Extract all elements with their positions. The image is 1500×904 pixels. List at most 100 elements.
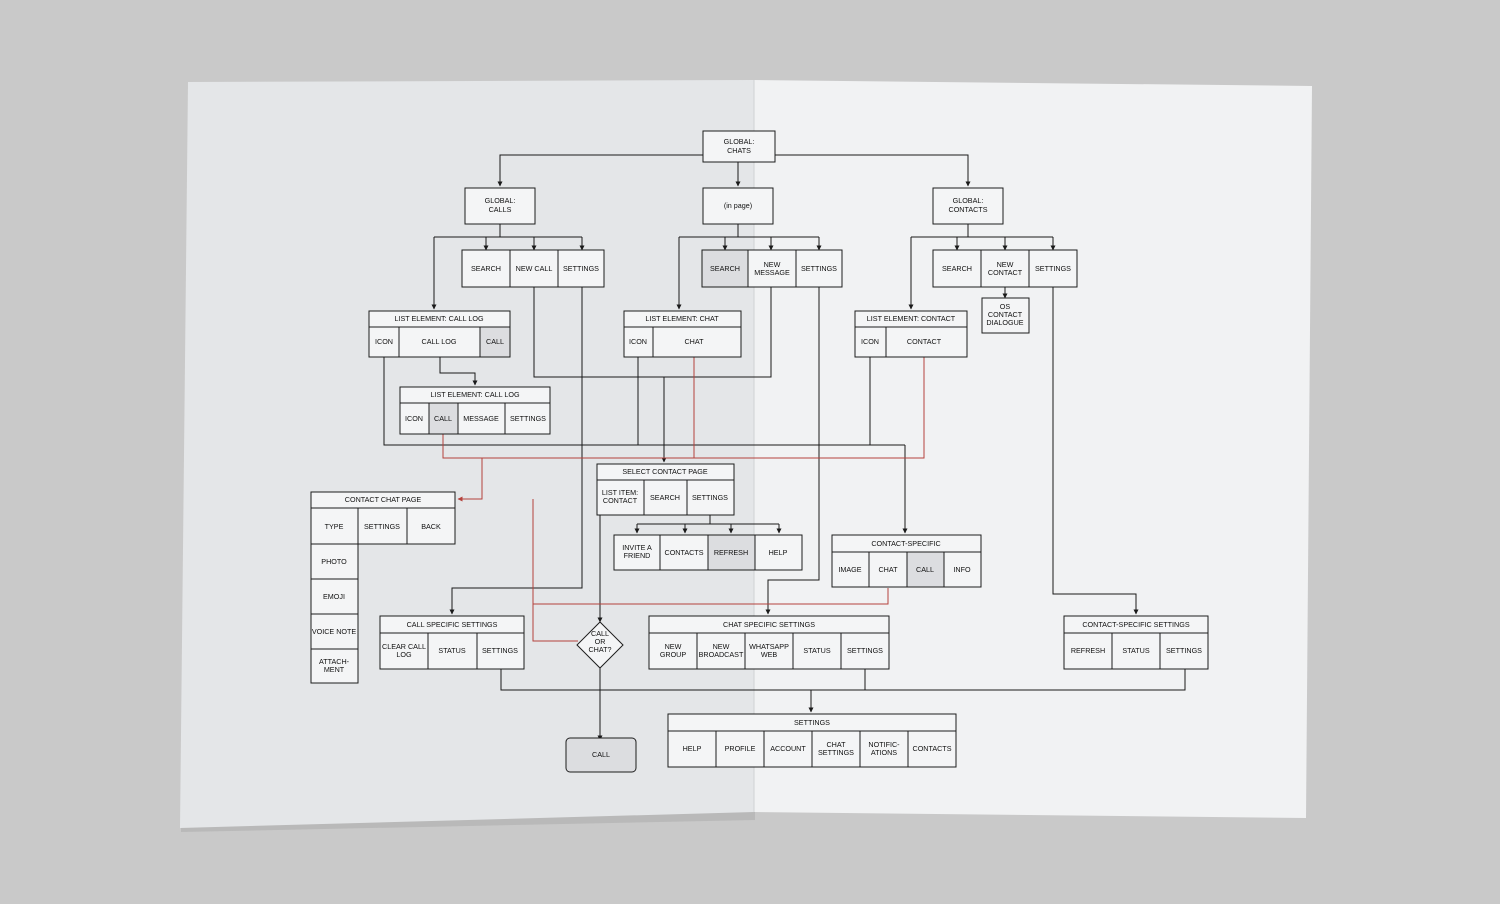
s-chat-settings-cell: [811, 730, 861, 768]
chats-new-message-cell: [747, 249, 797, 288]
ctset-status-label: STATUS: [1122, 646, 1149, 655]
le-chat-icon-cell: [623, 326, 654, 358]
contacts-settings-label: SETTINGS: [1035, 264, 1071, 273]
le-contact-label-cell: [885, 326, 968, 358]
select-list-item-line1: LIST ITEM:: [602, 488, 638, 497]
chset-new-broadcast-line2: BROADCAST: [699, 650, 744, 659]
cset-status-label: STATUS: [438, 646, 465, 655]
chset-settings-cell: [840, 632, 890, 670]
s-notifications-line2: ATIONS: [871, 748, 897, 757]
global-contacts-line2: CONTACTS: [949, 205, 988, 214]
contacts-search-cell: [932, 249, 982, 288]
s-chat-settings-line2: SETTINGS: [818, 748, 854, 757]
cc-back-label: BACK: [421, 522, 441, 531]
os-contact-dialogue-line2: CONTACT: [988, 310, 1023, 319]
s-account-cell: [763, 730, 813, 768]
le-chat-label-cell: [652, 326, 742, 358]
le-call-log-label: CALL LOG: [422, 337, 457, 346]
chset-new-group-cell: [648, 632, 698, 670]
s-contacts-label: CONTACTS: [913, 744, 952, 753]
le-call-log2-icon-label: ICON: [405, 414, 423, 423]
cc-emoji-cell: [310, 578, 359, 615]
s-chat-settings-line1: CHAT: [826, 740, 846, 749]
cc-type-cell: [310, 507, 359, 545]
chset-status-label: STATUS: [803, 646, 830, 655]
select-search-cell: [643, 479, 688, 516]
global-chats-box: [702, 130, 776, 163]
le-contact-label: CONTACT: [907, 337, 942, 346]
select-settings-label: SETTINGS: [692, 493, 728, 502]
ctset-refresh-label: REFRESH: [1071, 646, 1105, 655]
cs-chat-cell: [868, 551, 908, 588]
call-or-chat-decision: [576, 621, 624, 669]
help-label: HELP: [769, 548, 788, 557]
cc-attachment-cell: [310, 648, 359, 684]
select-contact-title: SELECT CONTACT PAGE: [622, 467, 708, 476]
cc-attachment-line1: ATTACH-: [319, 657, 350, 666]
global-contacts-box: [932, 187, 1004, 225]
le-call-log2-message-label: MESSAGE: [463, 414, 499, 423]
contacts-new-contact-cell: [980, 249, 1030, 288]
le-call-log-title: LIST ELEMENT: CALL LOG: [394, 314, 483, 323]
contacts-search-label: SEARCH: [942, 264, 972, 273]
select-settings-cell: [686, 479, 735, 516]
calls-search-label: SEARCH: [471, 264, 501, 273]
ctset-settings-label: SETTINGS: [1166, 646, 1202, 655]
global-chats-line2: CHATS: [727, 146, 751, 155]
contact-specific-title: CONTACT-SPECIFIC: [871, 539, 940, 548]
os-contact-dialogue-line3: DIALOGUE: [986, 318, 1023, 327]
le-call-log2-settings-cell: [504, 402, 551, 435]
cc-type-label: TYPE: [325, 522, 344, 531]
cc-settings-cell: [357, 507, 408, 545]
cset-settings-cell: [476, 632, 525, 670]
cset-clear-log-line2: LOG: [396, 650, 412, 659]
global-calls-line1: GLOBAL:: [485, 196, 516, 205]
chats-search-label: SEARCH: [710, 264, 740, 273]
le-call-log-label-cell: [398, 326, 481, 358]
cs-image-cell: [831, 551, 870, 588]
cs-info-cell: [943, 551, 982, 588]
chset-new-group-line2: GROUP: [660, 650, 687, 659]
contact-settings-title: CONTACT-SPECIFIC SETTINGS: [1082, 620, 1189, 629]
decision-line3: CHAT?: [588, 645, 611, 654]
settings-title: SETTINGS: [794, 718, 830, 727]
contacts-cell: [659, 534, 709, 571]
contacts-settings-cell: [1028, 249, 1078, 288]
select-list-item-line2: CONTACT: [603, 496, 638, 505]
cc-settings-label: SETTINGS: [364, 522, 400, 531]
cc-voice-note-label: VOICE NOTE: [312, 627, 357, 636]
in-page-label: (in page): [724, 201, 752, 210]
cset-clear-log-line1: CLEAR CALL: [382, 642, 426, 651]
ctset-settings-cell: [1159, 632, 1209, 670]
cc-photo-cell: [310, 543, 359, 580]
chat-settings-title: CHAT SPECIFIC SETTINGS: [723, 620, 815, 629]
s-account-label: ACCOUNT: [770, 744, 806, 753]
call-terminal-label: CALL: [592, 750, 610, 759]
chset-new-group-line1: NEW: [665, 642, 682, 651]
s-help-label: HELP: [683, 744, 702, 753]
s-profile-label: PROFILE: [725, 744, 756, 753]
chset-whatsapp-web-line1: WHATSAPP: [749, 642, 789, 651]
invite-friend-line1: INVITE A: [622, 543, 652, 552]
calls-settings-cell: [557, 249, 605, 288]
le-call-log2-icon-cell: [399, 402, 430, 435]
invite-friend-cell: [613, 534, 661, 571]
refresh-label: REFRESH: [714, 548, 748, 557]
cc-emoji-label: EMOJI: [323, 592, 345, 601]
chset-new-broadcast-cell: [696, 632, 746, 670]
cc-voice-note-cell: [310, 613, 359, 650]
le-call-log-call-cell: [479, 326, 511, 358]
s-profile-cell: [715, 730, 765, 768]
chats-new-message-line1: NEW: [764, 260, 781, 269]
le-chat-label: CHAT: [684, 337, 704, 346]
contacts-label: CONTACTS: [665, 548, 704, 557]
cset-clear-log-cell: [379, 632, 429, 670]
s-notifications-cell: [859, 730, 909, 768]
chset-new-broadcast-line1: NEW: [713, 642, 730, 651]
ctset-status-cell: [1111, 632, 1161, 670]
chset-settings-label: SETTINGS: [847, 646, 883, 655]
cset-status-cell: [427, 632, 478, 670]
decision-line2: OR: [595, 637, 606, 646]
call-terminal-box: [565, 737, 637, 773]
